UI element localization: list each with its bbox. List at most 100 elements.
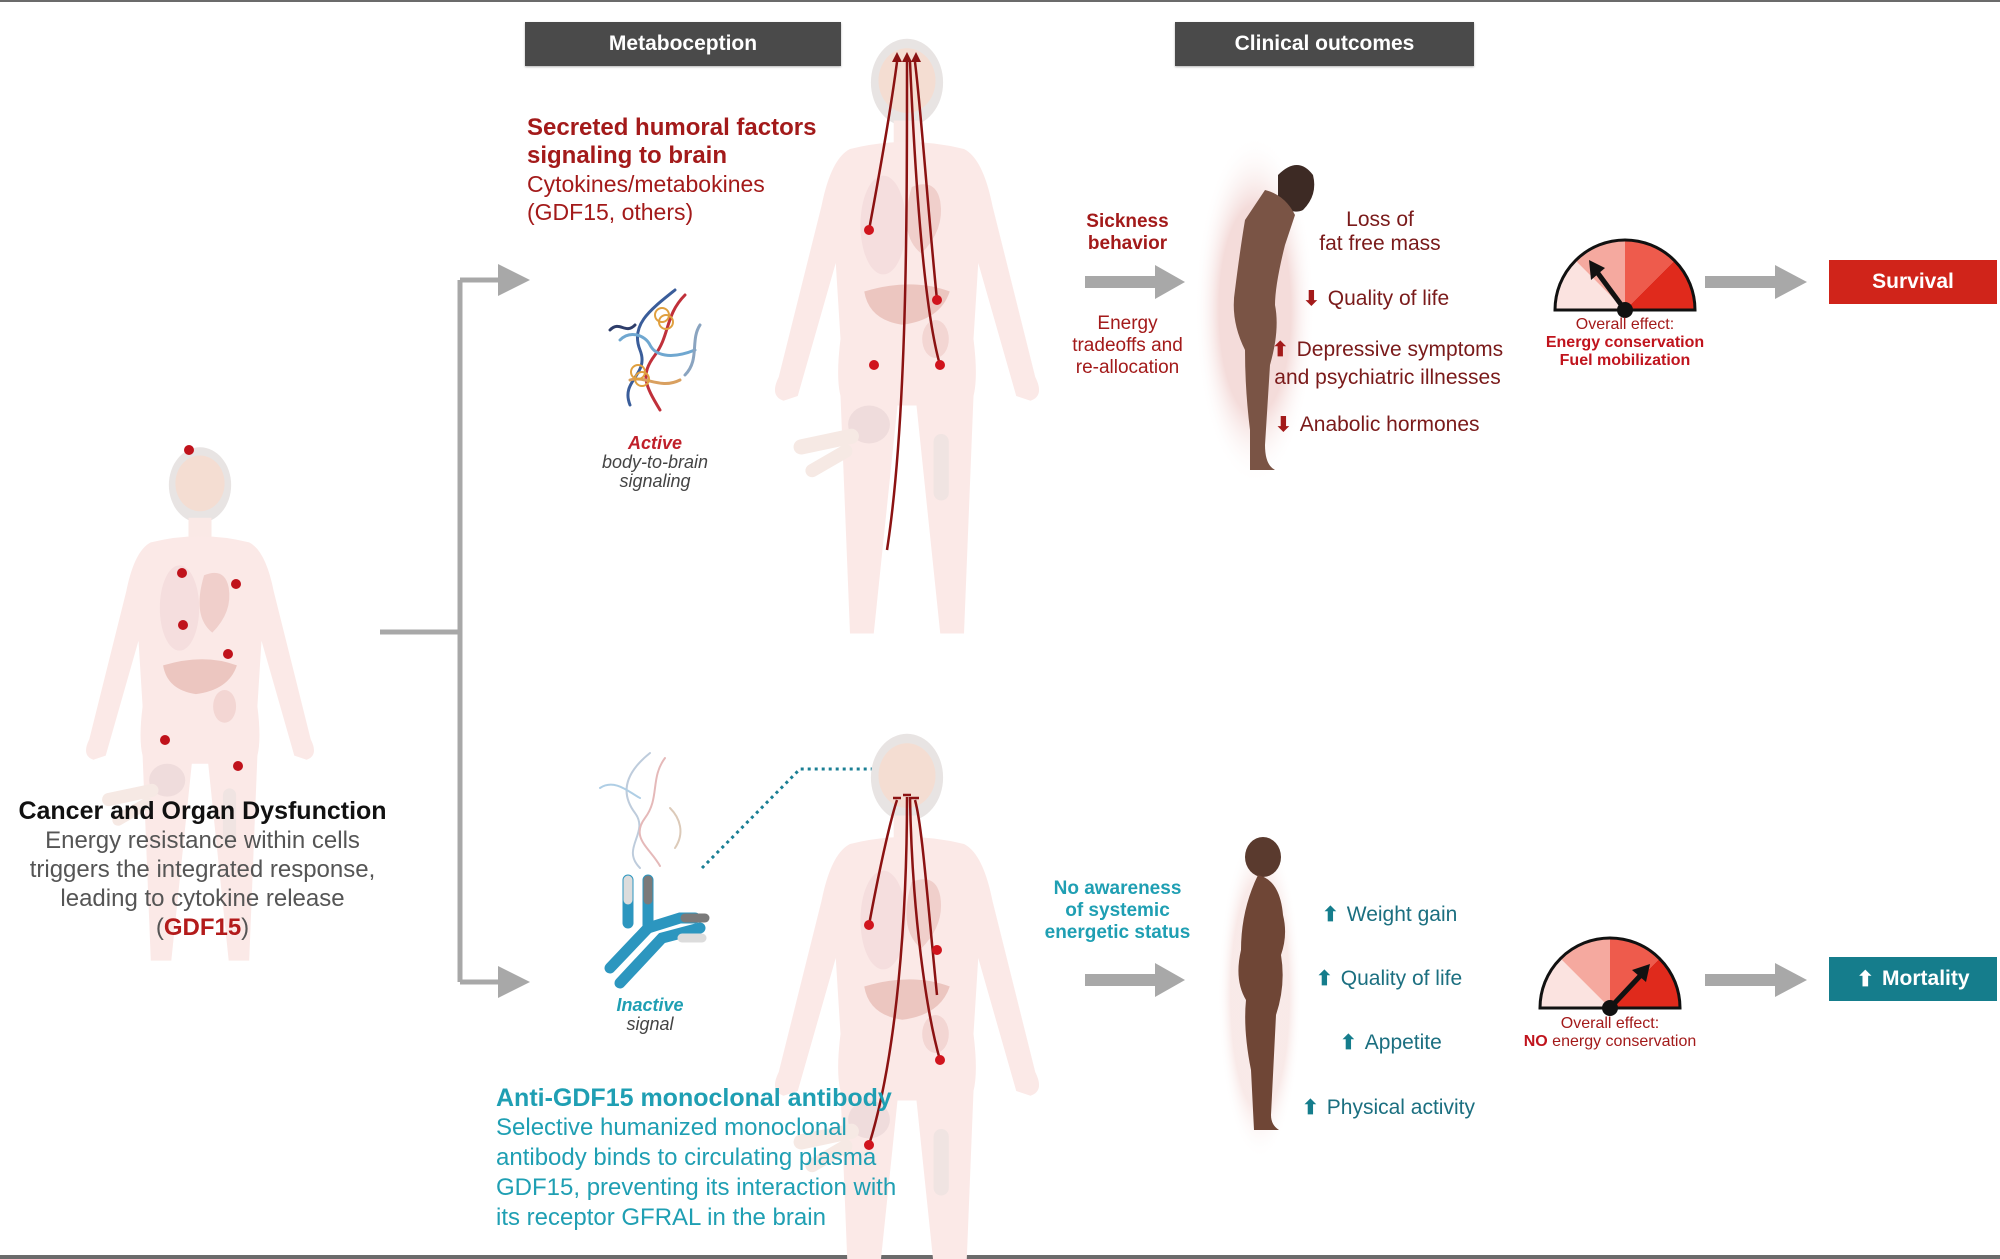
gdf15-highlight: GDF15 bbox=[163, 914, 242, 941]
antibody-desc-4: its receptor GFRAL in the brain bbox=[496, 1204, 826, 1231]
source-line-2: triggers the integrated response, bbox=[29, 856, 376, 883]
secreted-factors-block: Secreted humoral factors signaling to br… bbox=[527, 114, 816, 226]
antibody-desc-2: antibody binds to circulating plasma bbox=[496, 1144, 877, 1171]
bottom-result-arrow-icon bbox=[1705, 963, 1807, 997]
source-text-block: Cancer and Organ Dysfunction Energy resi… bbox=[0, 796, 405, 942]
top-outcome-2: ⬆Depressive symptoms and psychiatric ill… bbox=[1255, 336, 1520, 392]
bottom-transition-arrow-icon bbox=[1085, 963, 1185, 997]
antibody-description-block: Anti-GDF15 monoclonal antibody Selective… bbox=[496, 1083, 896, 1233]
tradeoffs-line-1: Energy bbox=[1097, 313, 1158, 334]
quality-of-life-up-label: Quality of life bbox=[1340, 966, 1463, 990]
marker-heart bbox=[231, 579, 241, 589]
bottom-body-figure bbox=[774, 733, 1040, 1259]
active-label-2: body-to-brain bbox=[601, 452, 709, 472]
antibody-icon bbox=[599, 752, 710, 989]
fat-free-mass-label: fat free mass bbox=[1319, 232, 1441, 255]
organ-markers bbox=[864, 920, 945, 1150]
top-transition-arrow-icon bbox=[1085, 265, 1185, 299]
marker-lung bbox=[177, 568, 187, 578]
tradeoffs-line-2: tradeoffs and bbox=[1072, 335, 1183, 356]
top-outcome-1: ⬇ Quality of life bbox=[1303, 286, 1449, 311]
paren-close: ) bbox=[241, 914, 250, 941]
gauge-hub bbox=[1617, 302, 1633, 318]
metaboception-header: Metaboception bbox=[525, 22, 841, 66]
top-outcome-3: ⬇ Anabolic hormones bbox=[1275, 412, 1480, 437]
energy-tradeoffs-label: Energy tradeoffs and re-allocation bbox=[1050, 313, 1205, 379]
healthy-person-figure bbox=[1218, 830, 1302, 1160]
metaboception-header-label: Metaboception bbox=[608, 32, 758, 55]
tradeoffs-line-3: re-allocation bbox=[1075, 357, 1180, 378]
signal-arrowheads bbox=[892, 52, 921, 62]
gauge-segment-3 bbox=[1610, 938, 1660, 1008]
sickness-behavior-label: Sickness behavior bbox=[1050, 211, 1205, 255]
loss-of-label: Loss of bbox=[1346, 208, 1414, 231]
clinical-outcomes-header-label: Clinical outcomes bbox=[1234, 32, 1415, 55]
bracket-top-arrowhead bbox=[498, 264, 530, 296]
source-gdf-line: (GDF15) bbox=[0, 913, 405, 942]
gauge-segment-3 bbox=[1625, 240, 1675, 310]
top-body-figure bbox=[774, 38, 1040, 634]
blocked-signal-paths bbox=[867, 796, 942, 1146]
no-emphasis: NO bbox=[1523, 1033, 1548, 1050]
energy-conservation-rest: energy conservation bbox=[1547, 1033, 1697, 1050]
source-line-3: leading to cytokine release bbox=[60, 885, 345, 912]
bottom-outcome-0: ⬆ Weight gain bbox=[1322, 902, 1457, 927]
survival-result-box: Survival bbox=[1829, 260, 1997, 304]
top-border bbox=[0, 0, 2000, 2]
marker-liver bbox=[178, 620, 188, 630]
depressive-line-1: ⬆Depressive symptoms bbox=[1255, 336, 1520, 364]
bracket-bottom-arrowhead bbox=[498, 966, 530, 998]
physical-activity-label: Physical activity bbox=[1326, 1095, 1475, 1119]
psychiatric-illnesses-label: and psychiatric illnesses bbox=[1274, 366, 1501, 389]
gauge-segment-1 bbox=[1540, 958, 1610, 1008]
up-arrow-icon: ⬆ bbox=[1322, 904, 1339, 926]
antibody-desc-3: GDF15, preventing its interaction with bbox=[496, 1174, 897, 1201]
gauge-segment-4 bbox=[1625, 260, 1695, 310]
inactive-signal-label: Inactive signal bbox=[580, 996, 720, 1034]
active-signal-label: Active body-to-brain signaling bbox=[580, 434, 730, 491]
signal-paths bbox=[867, 61, 942, 551]
inactive-label: Inactive bbox=[616, 995, 684, 1015]
up-arrow-icon: ⬆ bbox=[1856, 967, 1875, 991]
no-awareness-label: No awareness of systemic energetic statu… bbox=[1030, 878, 1205, 944]
gauge-segment-4 bbox=[1610, 958, 1680, 1008]
no-awareness-line-1: No awareness bbox=[1053, 878, 1182, 899]
marker-brain bbox=[184, 445, 194, 455]
source-line-1: Energy resistance within cells bbox=[45, 827, 360, 854]
gdf15-protein-structure-icon bbox=[608, 288, 702, 412]
sick-person-figure bbox=[1195, 135, 1315, 485]
overall-effect-label: Overall effect: bbox=[1575, 316, 1675, 333]
gauge-hub bbox=[1602, 1000, 1618, 1016]
bottom-border bbox=[0, 1255, 2000, 1259]
secreted-sub-2: (GDF15, others) bbox=[527, 199, 694, 225]
secreted-sub-1: Cytokines/metabokines bbox=[527, 171, 765, 197]
anabolic-hormones-label: Anabolic hormones bbox=[1299, 412, 1480, 436]
organ-markers bbox=[864, 225, 945, 370]
energy-conservation-label: Energy conservation bbox=[1545, 334, 1705, 351]
source-title: Cancer and Organ Dysfunction bbox=[18, 797, 387, 825]
depressive-symptoms-label: Depressive symptoms bbox=[1296, 338, 1504, 361]
quality-of-life-down-label: Quality of life bbox=[1327, 286, 1450, 310]
active-label-3: signaling bbox=[619, 471, 691, 491]
marker-kidney bbox=[223, 649, 233, 659]
paren-open: ( bbox=[155, 914, 164, 941]
no-awareness-line-3: energetic status bbox=[1044, 922, 1191, 943]
top-result-arrow-icon bbox=[1705, 265, 1807, 299]
sickness-line-2: behavior bbox=[1087, 233, 1168, 254]
down-arrow-icon: ⬇ bbox=[1303, 288, 1320, 310]
clinical-outcomes-header: Clinical outcomes bbox=[1175, 22, 1474, 66]
fuel-mobilization-label: Fuel mobilization bbox=[1559, 352, 1691, 369]
bottom-gauge-caption: Overall effect: NO energy conservation bbox=[1500, 1015, 1720, 1051]
up-arrow-icon: ⬆ bbox=[1302, 1097, 1319, 1119]
mortality-label: Mortality bbox=[1882, 967, 1970, 990]
overall-effect-label-bottom: Overall effect: bbox=[1560, 1015, 1660, 1032]
gauge-needle-head bbox=[1632, 964, 1650, 982]
secreted-heading-1: Secreted humoral factors bbox=[527, 114, 817, 141]
weight-gain-label: Weight gain bbox=[1346, 902, 1458, 926]
antibody-desc-1: Selective humanized monoclonal bbox=[496, 1114, 847, 1141]
top-gauge-caption: Overall effect: Energy conservation Fuel… bbox=[1520, 316, 1730, 370]
survival-label: Survival bbox=[1872, 270, 1954, 293]
top-energy-gauge bbox=[1553, 238, 1697, 318]
